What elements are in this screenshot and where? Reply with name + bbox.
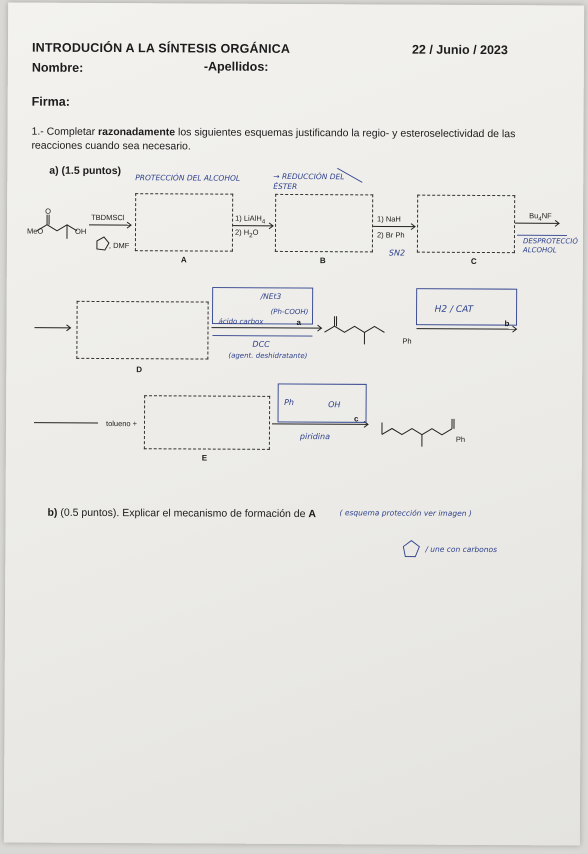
reagent-tbdmscl: TBDMSCl [91,213,124,222]
note-net3: /NEt3 [261,292,282,301]
reagent-tbaf: Bu4NF [529,211,552,223]
start-meo: MeO [27,227,43,236]
answer-box-e[interactable] [144,395,270,450]
reagent-lialh4: 1) LiAlH4 [235,214,265,226]
answer-box-d[interactable] [76,301,208,360]
answer-box-c[interactable] [417,195,515,254]
label-step-b: b [505,319,510,328]
start-oh: OH [75,227,86,236]
label-a: A [181,255,187,264]
note-piridina: piridina [300,432,330,441]
note-dcc: DCC [252,340,269,349]
label-c: C [471,257,477,266]
note-acido: ácido carbox [219,318,264,326]
reagent-nah: 1) NaH [377,214,401,223]
reagent-dmf: , DMF [109,241,129,250]
label-d: D [136,365,142,374]
product-ph: Ph [402,337,411,346]
structures-svg [4,2,588,853]
start-carbonyl-o: O [45,207,51,216]
label-b: B [320,256,326,265]
part-b-text: b) (0.5 puntos). Explicar el mecanismo d… [48,507,317,520]
answer-box-a[interactable] [135,193,233,252]
note-h2-cat: H2 / CAT [435,305,474,315]
note-phcooh: (Ph-COOH) [271,308,309,316]
tolueno-label: tolueno + [106,419,137,428]
label-step-a: a [297,318,302,327]
note-part-b-2: / une con carbonos [425,545,497,554]
note-part-b: ( esquema protección ver imagen ) [340,508,472,518]
exam-sheet: INTRODUCIÓN A LA SÍNTESIS ORGÁNICA 22 / … [4,2,584,845]
final-product-ph: Ph [456,435,465,444]
label-step-c: c [354,414,359,423]
reagent-benzyl-bromide: 2) Br Ph [377,230,405,239]
note-oh: OH [328,400,340,409]
reagent-h2o: 2) H2O [235,228,259,240]
note-desproteccion: DESPROTECCIÓ ALCOHOL [523,237,575,255]
note-sn2: SN2 [389,248,405,257]
answer-box-b[interactable] [275,194,373,253]
note-ph-cooh: Ph [284,398,294,407]
label-e: E [202,454,207,463]
note-dcc-agent: (agent. deshidratante) [228,352,307,360]
